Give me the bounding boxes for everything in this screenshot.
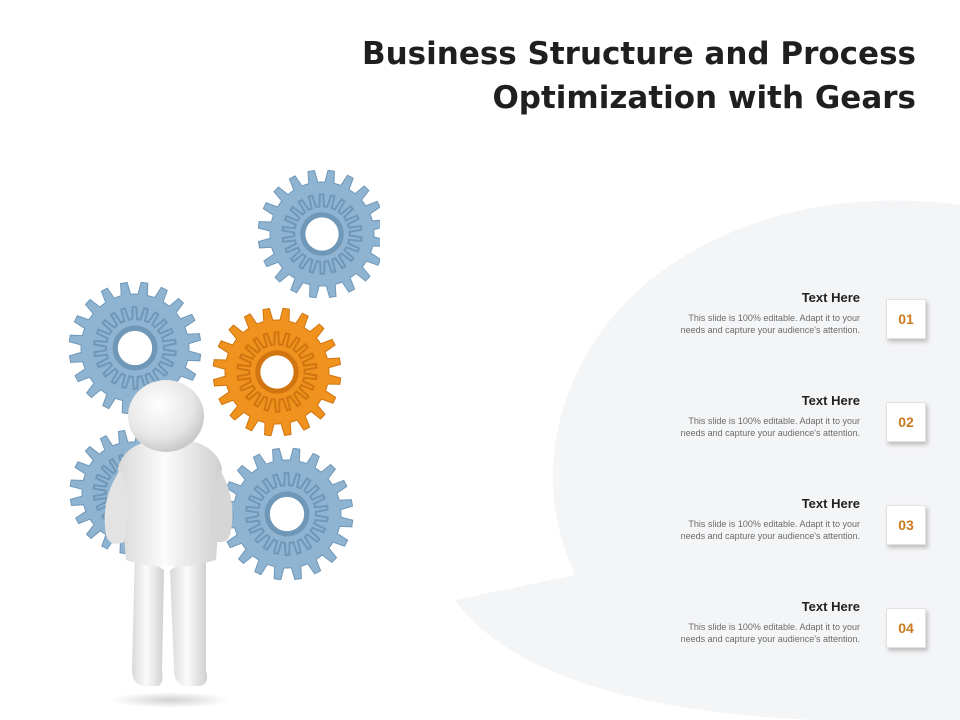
- item-description-line-2: needs and capture your audience's attent…: [680, 634, 860, 644]
- number-badge-4: 04: [886, 608, 926, 648]
- item-description: This slide is 100% editable. Adapt it to…: [590, 312, 860, 336]
- item-description: This slide is 100% editable. Adapt it to…: [590, 518, 860, 542]
- number-badge-3: 03: [886, 505, 926, 545]
- item-description-line-2: needs and capture your audience's attent…: [680, 531, 860, 541]
- person-figure: [104, 380, 233, 708]
- item-description-line-2: needs and capture your audience's attent…: [680, 325, 860, 335]
- slide-title: Business Structure and Process Optimizat…: [296, 32, 916, 120]
- person-shadow: [110, 692, 230, 708]
- item-description-line-1: This slide is 100% editable. Adapt it to…: [688, 622, 860, 632]
- number-badge-1: 01: [886, 299, 926, 339]
- item-description-line-2: needs and capture your audience's attent…: [680, 428, 860, 438]
- number-badge-2: 02: [886, 402, 926, 442]
- title-line-2: Optimization with Gears: [492, 80, 916, 116]
- title-line-1: Business Structure and Process: [361, 36, 916, 72]
- item-description-line-1: This slide is 100% editable. Adapt it to…: [688, 519, 860, 529]
- gear-top-left-icon: [257, 169, 380, 299]
- gear-bottom-right-icon: [220, 447, 354, 581]
- item-description: This slide is 100% editable. Adapt it to…: [590, 415, 860, 439]
- item-heading: Text Here: [801, 496, 860, 511]
- list-item-1: Text Here This slide is 100% editable. A…: [590, 290, 860, 336]
- item-description-line-1: This slide is 100% editable. Adapt it to…: [688, 313, 860, 323]
- item-heading: Text Here: [801, 599, 860, 614]
- list-item-2: Text Here This slide is 100% editable. A…: [590, 393, 860, 439]
- gears-illustration: [68, 169, 380, 708]
- item-description-line-1: This slide is 100% editable. Adapt it to…: [688, 416, 860, 426]
- item-heading: Text Here: [801, 290, 860, 305]
- list-item-4: Text Here This slide is 100% editable. A…: [590, 599, 860, 645]
- item-description: This slide is 100% editable. Adapt it to…: [590, 621, 860, 645]
- person-head: [128, 380, 204, 452]
- item-heading: Text Here: [801, 393, 860, 408]
- list-item-3: Text Here This slide is 100% editable. A…: [590, 496, 860, 542]
- gear-center-icon: [212, 307, 342, 437]
